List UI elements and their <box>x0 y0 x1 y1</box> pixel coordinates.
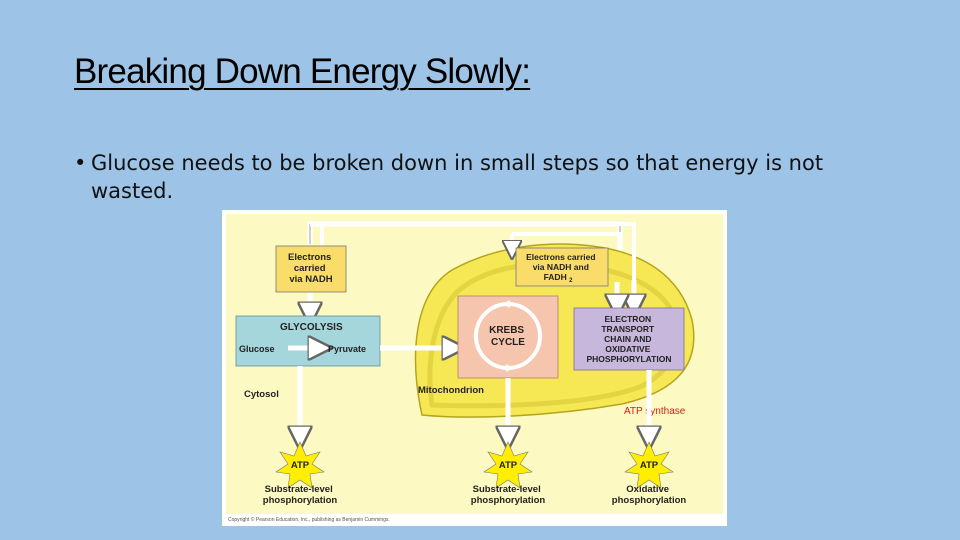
electrons-nadh-box <box>275 245 347 293</box>
svg-text:KREBS CYCLE: KREBS CYCLE <box>489 325 527 348</box>
substrate-level-2-line-2: phosphorylation <box>471 495 546 506</box>
electrons-nadh-line-2: carried <box>294 263 326 274</box>
atp-label-1: ATP <box>291 460 310 471</box>
krebs-label-line-1: KREBS <box>489 325 524 336</box>
electrons-nadh-fadh-line-3: FADH <box>544 272 567 282</box>
oxidative-line-2: phosphorylation <box>612 495 687 506</box>
etc-label-line-4: OXIDATIVE <box>605 344 651 354</box>
electron-transport-chain-box <box>573 307 685 371</box>
substrate-level-2-line-1: Substrate-level <box>473 484 541 495</box>
etc-label-line-3: CHAIN AND <box>604 334 651 344</box>
mitochondrion-label: Mitochondrion <box>418 385 484 396</box>
svg-text:ELECTRON TRANSPORT: ELECTRON TRANSPORT CHAIN AND OXIDATIVE P… <box>586 314 671 364</box>
fadh-subscript: 2 <box>569 278 573 284</box>
mitochondrion-inner-membrane <box>427 261 680 409</box>
atp-burst-glycolysis-icon <box>275 441 325 489</box>
electrons-nadh-line-3: via NADH <box>289 274 332 285</box>
bullet-text: Glucose needs to be broken down in small… <box>91 151 824 203</box>
pyruvate-label: Pyruvate <box>328 344 366 354</box>
electrons-nadh-line-1: Electrons <box>288 252 331 263</box>
substrate-level-1-line-1: Substrate-level <box>265 484 333 495</box>
copyright-text: Copyright © Pearson Education, Inc., pub… <box>228 516 390 523</box>
svg-text:Oxidative phosphorylatio: Oxidative phosphorylation <box>612 484 687 506</box>
bullet-marker: • <box>74 151 87 175</box>
cellular-respiration-diagram: Electrons carried via NADH Electrons car… <box>222 210 727 526</box>
svg-text:Substrate-level phosphor: Substrate-level phosphorylation <box>263 484 338 506</box>
atp-synthase-label: ATP synthase <box>624 406 686 417</box>
etc-label-line-5: PHOSPHORYLATION <box>586 354 671 364</box>
electrons-nadh-fadh-line-1: Electrons carried <box>526 252 595 262</box>
svg-text:Electrons carried via NA: Electrons carried via NADH and FADH 2 <box>526 252 598 284</box>
atp-label-3: ATP <box>640 460 659 471</box>
etc-label-line-1: ELECTRON <box>604 314 651 324</box>
atp-label-2: ATP <box>499 460 518 471</box>
atp-burst-krebs-icon <box>483 441 533 489</box>
oxidative-line-1: Oxidative <box>626 484 669 495</box>
svg-text:Substrate-level phosphor: Substrate-level phosphorylation <box>471 484 546 506</box>
slide-title: Breaking Down Energy Slowly: <box>74 52 531 91</box>
electrons-nadh-fadh-box <box>515 247 609 287</box>
electrons-nadh-fadh-line-2: via NADH and <box>533 262 589 272</box>
krebs-label-line-2: CYCLE <box>491 337 525 348</box>
svg-text:Electrons carried: Electrons carried via NADH <box>288 252 334 285</box>
glycolysis-label: GLYCOLYSIS <box>280 322 343 333</box>
cytosol-label: Cytosol <box>244 389 279 400</box>
etc-label-line-2: TRANSPORT <box>601 324 655 334</box>
atp-burst-oxidative-icon <box>624 441 674 489</box>
substrate-level-1-line-2: phosphorylation <box>263 495 338 506</box>
bullet-item: • Glucose needs to be broken down in sma… <box>74 149 904 205</box>
glucose-label: Glucose <box>239 344 275 354</box>
diagram-canvas: Electrons carried via NADH Electrons car… <box>226 214 723 523</box>
